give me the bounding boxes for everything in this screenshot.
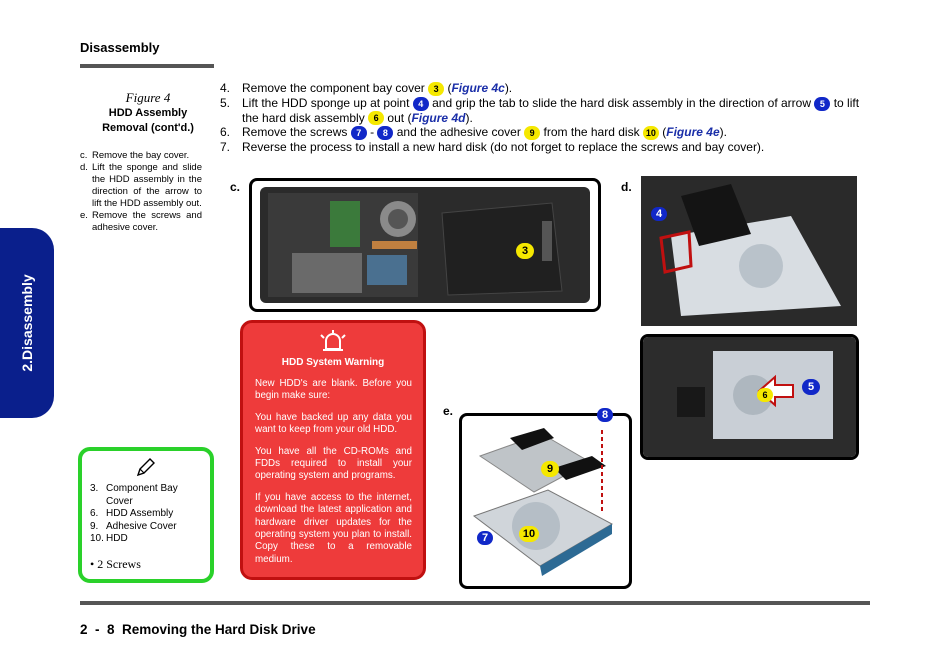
callout-7: 7 — [477, 531, 493, 545]
list-item: 9.Adhesive Cover — [90, 520, 177, 532]
callout-badge: 10 — [642, 126, 659, 141]
callout-10: 10 — [519, 526, 539, 542]
figure-caption: Figure 4 HDD Assembly Removal (cont'd.) — [80, 90, 216, 136]
panel-c-label: c. — [230, 180, 241, 194]
figure-title-line1: HDD Assembly — [108, 107, 188, 119]
figure-number: Figure 4 — [125, 90, 171, 105]
callout-badge: 4 — [412, 96, 429, 111]
warning-paragraph: If you have access to the internet, down… — [255, 491, 412, 565]
panel-c-bay-cover-photo — [249, 178, 601, 312]
side-tab-label: 2.Disassembly — [19, 274, 35, 372]
warning-body: New HDD's are blank. Before you begin ma… — [255, 378, 412, 575]
footer-rule — [80, 601, 870, 605]
panel-d-slide-photo — [640, 334, 859, 460]
panel-e-hdd-photo — [459, 413, 632, 589]
hdd-sponge-illustration — [641, 176, 857, 326]
parts-note-box: 3.Component Bay Cover 6.HDD Assembly 9.A… — [78, 447, 214, 583]
figure-title-line2: Removal (cont'd.) — [102, 122, 194, 134]
figure-link[interactable]: Figure 4d — [411, 110, 466, 125]
callout-badge: 6 — [368, 111, 385, 126]
page-footer-title: 2 - 8 Removing the Hard Disk Drive — [80, 622, 316, 637]
list-item: 3.Component Bay Cover — [90, 483, 178, 507]
warning-paragraph: New HDD's are blank. Before you begin ma… — [255, 378, 412, 402]
caption-item: e.Remove the screws and adhesive cover. — [80, 210, 202, 233]
laptop-bottom-illustration — [260, 187, 590, 303]
warning-paragraph: You have all the CD-ROMs and FDDs requir… — [255, 445, 412, 482]
warning-title: HDD System Warning — [281, 357, 385, 368]
step-7: 7. Reverse the process to install a new … — [220, 140, 765, 155]
hdd-warning-box: HDD System Warning New HDD's are blank. … — [240, 320, 426, 580]
warning-paragraph: You have backed up any data you want to … — [255, 411, 412, 436]
panel-d-label: d. — [621, 180, 632, 194]
panel-e-label: e. — [443, 404, 454, 418]
warning-alarm-icon — [320, 330, 346, 351]
screws-bullet: • 2 Screws — [90, 557, 141, 571]
pencil-icon — [136, 458, 155, 477]
callout-badge: 7 — [350, 126, 367, 141]
callout-9: 9 — [541, 461, 559, 477]
callout-badge: 8 — [377, 126, 394, 141]
hdd-slide-illustration — [643, 337, 856, 457]
callout-8: 8 — [597, 408, 613, 422]
callout-4: 4 — [651, 207, 667, 221]
step-5: 5. Lift the HDD sponge up at point 4 and… — [220, 95, 860, 126]
callout-5: 5 — [802, 379, 820, 395]
caption-item: d.Lift the sponge and slide the HDD asse… — [80, 162, 202, 209]
callout-badge: 3 — [428, 81, 445, 96]
list-item: 6.HDD Assembly — [90, 508, 174, 519]
page-header-title: Disassembly — [80, 40, 160, 55]
panel-d-sponge-photo — [641, 176, 857, 326]
callout-badge: 9 — [524, 126, 541, 141]
callout-3: 3 — [516, 243, 534, 259]
callout-badge: 5 — [814, 96, 831, 111]
figure-link[interactable]: Figure 4c — [451, 81, 505, 95]
figure-link[interactable]: Figure 4e — [666, 125, 720, 140]
hdd-exploded-illustration — [472, 428, 614, 576]
procedure-steps: 4. Remove the component bay cover 3 (Fig… — [220, 81, 870, 155]
header-rule — [80, 64, 214, 68]
chapter-side-tab: 2.Disassembly — [0, 228, 54, 418]
caption-item: c.Remove the bay cover. — [80, 150, 190, 161]
step-6: 6. Remove the screws 7 - 8 and the adhes… — [220, 125, 727, 141]
list-item: 10.HDD — [90, 533, 128, 544]
figure-sub-captions: c.Remove the bay cover. d.Lift the spong… — [80, 150, 202, 234]
parts-list: 3.Component Bay Cover 6.HDD Assembly 9.A… — [90, 483, 202, 546]
callout-6: 6 — [757, 388, 773, 402]
step-4: 4. Remove the component bay cover 3 (Fig… — [220, 81, 513, 96]
